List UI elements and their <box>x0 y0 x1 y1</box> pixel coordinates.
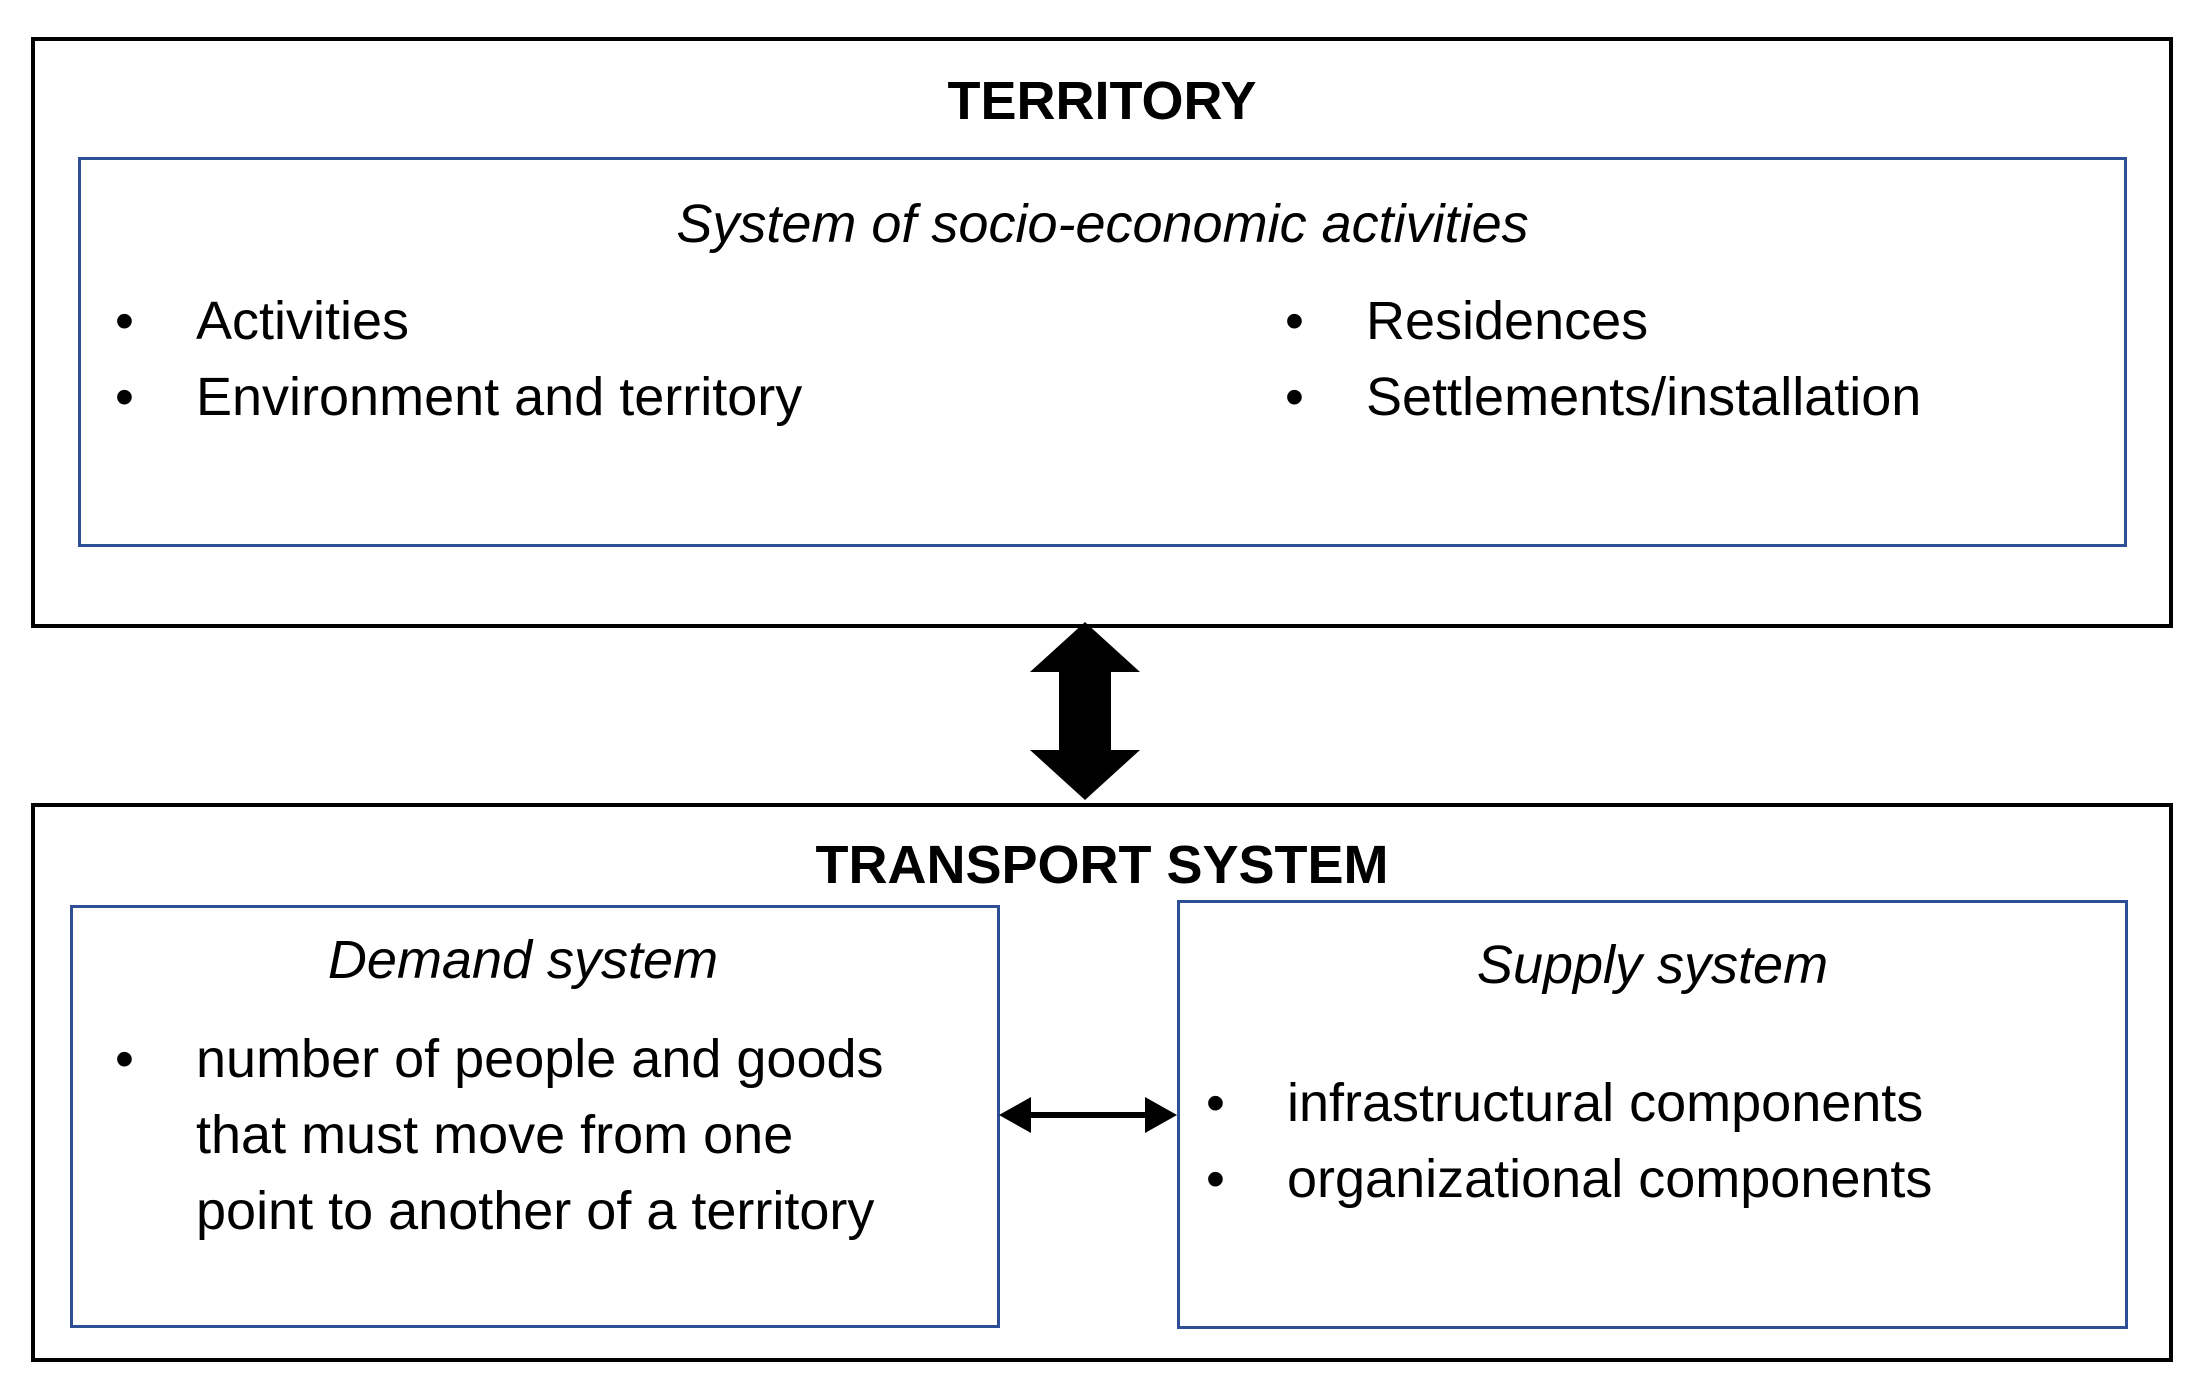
list-item-label-line-1: number of people and goods <box>196 1029 884 1089</box>
supply-system-title: Supply system <box>1476 935 1829 995</box>
list-item: • infrastructural components <box>1177 1065 1932 1141</box>
list-item-label: infrastructural components <box>1287 1073 1924 1133</box>
socio-economic-right-list: • Residences • Settlements/installation <box>1256 283 1921 435</box>
list-item-label-line-3: point to another of a territory <box>196 1181 875 1241</box>
transport-system-box: TRANSPORT SYSTEM <box>31 803 2173 1362</box>
supply-system-box: Supply system • infrastructural componen… <box>1177 900 2128 1329</box>
bullet-icon: • <box>115 1029 134 1089</box>
demand-system-title: Demand system <box>327 930 719 990</box>
demand-system-list: • number of people and goods that must m… <box>86 1021 884 1249</box>
list-item: • Environment and territory <box>86 359 802 435</box>
list-item: • Settlements/installation <box>1256 359 1921 435</box>
list-item-label: Residences <box>1366 291 1649 351</box>
list-item-label: Settlements/installation <box>1366 367 1922 427</box>
list-item-label: organizational components <box>1287 1149 1933 1209</box>
list-item: • Activities <box>86 283 802 359</box>
list-item: • Residences <box>1256 283 1921 359</box>
list-item-label-line-2: that must move from one <box>196 1105 794 1165</box>
double-arrow-shape <box>1030 622 1140 800</box>
supply-system-list: • infrastructural components • organizat… <box>1177 1065 1932 1217</box>
bullet-icon: • <box>1285 367 1304 427</box>
socio-economic-title: System of socio-economic activities <box>676 194 1529 254</box>
socio-economic-left-list: • Activities • Environment and territory <box>86 283 802 435</box>
list-item: • organizational components <box>1177 1141 1932 1217</box>
bullet-icon: • <box>1206 1073 1225 1133</box>
bullet-icon: • <box>1285 291 1304 351</box>
list-item: • number of people and goods that must m… <box>86 1021 884 1249</box>
bullet-icon: • <box>1206 1149 1225 1209</box>
bullet-icon: • <box>115 367 134 427</box>
list-item-label: Environment and territory <box>196 367 803 427</box>
transport-system-title: TRANSPORT SYSTEM <box>815 835 1389 895</box>
bullet-icon: • <box>115 291 134 351</box>
demand-system-box: Demand system • number of people and goo… <box>70 905 1000 1328</box>
socio-economic-box: System of socio-economic activities • Ac… <box>78 157 2127 547</box>
territory-title: TERRITORY <box>947 71 1257 131</box>
list-item-label: Activities <box>196 291 410 351</box>
